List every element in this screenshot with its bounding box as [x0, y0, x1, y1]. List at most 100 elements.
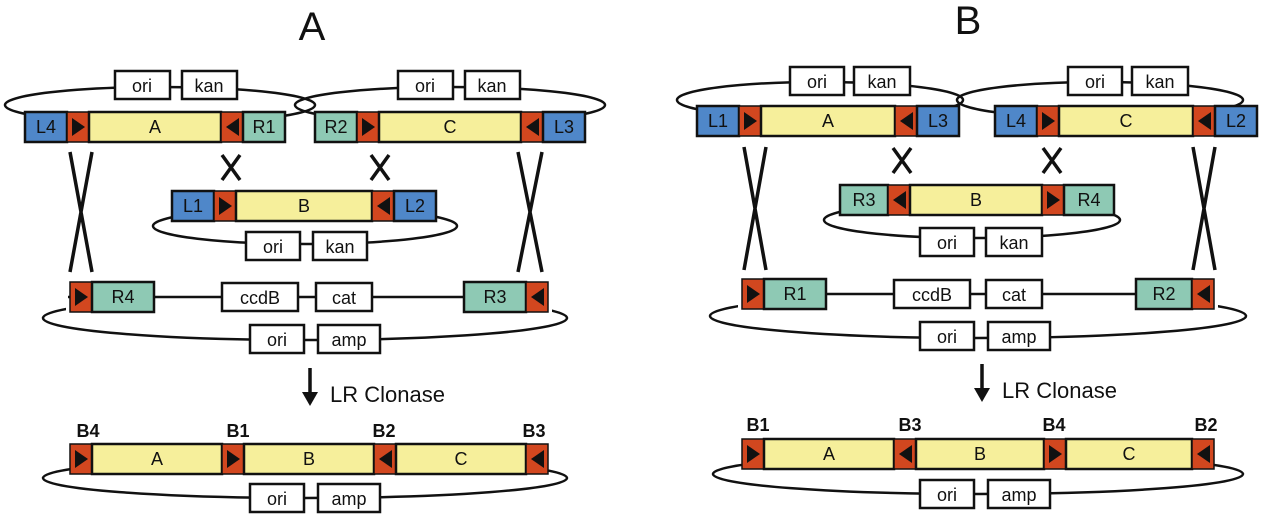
panel-a-donor-left: ori kan L4 A R1 [3, 69, 317, 144]
ori-box [248, 323, 306, 355]
orientation-arrow [1197, 445, 1210, 463]
kan-label: kan [999, 233, 1028, 253]
orientation-arrow [75, 450, 88, 468]
att-site-l2 [1213, 104, 1259, 138]
orientation-arrow [526, 118, 539, 136]
att-site-r2 [1134, 277, 1194, 311]
ori-box [918, 226, 976, 258]
orientation-arrow [1197, 285, 1210, 303]
ori-label: ori [132, 76, 152, 96]
ori-label: ori [267, 330, 287, 350]
panel-b-donor-left: ori kan L1 A L3 [675, 65, 965, 138]
orientation-arrow [226, 118, 239, 136]
att-label: R2 [324, 117, 347, 137]
insert-label: B [298, 196, 310, 216]
att-site-r4 [1062, 183, 1116, 217]
site-label: B3 [898, 415, 921, 435]
att-label: L2 [1226, 111, 1246, 131]
orientation-arrow [75, 288, 88, 306]
kan-box [311, 230, 369, 262]
orientation-arrow [1049, 445, 1062, 463]
ori-box [788, 65, 846, 97]
kan-box [180, 69, 239, 101]
site-label: B2 [372, 421, 395, 441]
insert-b [234, 189, 374, 223]
orientation-arrow [1047, 191, 1060, 209]
att-label: R3 [483, 287, 506, 307]
kan-box [852, 65, 912, 97]
amp-label: amp [1001, 327, 1036, 347]
orientation-arrow [899, 445, 912, 463]
att-label: R1 [783, 284, 806, 304]
kan-label: kan [1145, 72, 1174, 92]
orientation-arrow [747, 445, 760, 463]
panel-b-reaction: LR Clonase [974, 364, 1117, 403]
insert-label: A [822, 111, 834, 131]
panel-a-entry-middle: L1 B L2 ori kan [151, 189, 459, 262]
insert-label: B [303, 449, 315, 469]
ccdb-box [220, 281, 300, 313]
orientation-arrow [531, 450, 544, 468]
site-label: B3 [522, 421, 545, 441]
att-label: R1 [252, 117, 275, 137]
orientation-arrow [900, 112, 913, 130]
recombination-cross [68, 151, 94, 273]
insert-c [1057, 104, 1195, 138]
att-label: R3 [852, 190, 875, 210]
recombination-cross [220, 153, 242, 182]
orientation-arrow [744, 112, 757, 130]
orientation-arrow [1198, 112, 1211, 130]
orientation-arrow [1042, 112, 1055, 130]
site-label: B1 [746, 415, 769, 435]
panel-a: A ori kan L4 A R1 ori kan R [3, 5, 607, 514]
recombination-cross [1041, 146, 1063, 175]
insert-b [242, 442, 376, 476]
att-site-r1 [241, 110, 287, 144]
insert-label: A [149, 117, 161, 137]
recombination-cross [1191, 146, 1217, 271]
ccdb-box [892, 278, 972, 310]
att-site-l3 [541, 110, 587, 144]
insert-label: C [1123, 444, 1136, 464]
orientation-arrow [379, 450, 392, 468]
att-label: L3 [554, 117, 574, 137]
att-site-r4 [90, 280, 156, 314]
panel-a-crossovers [68, 151, 544, 273]
panel-b-crossovers [742, 146, 1217, 271]
att-label: L4 [1006, 111, 1026, 131]
reaction-label: LR Clonase [1002, 378, 1117, 403]
amp-box [316, 323, 382, 355]
recombination-cross [742, 146, 768, 271]
recombination-cross [516, 151, 544, 273]
ori-label: ori [937, 485, 957, 505]
panel-b-entry-middle: R3 B R4 ori kan [822, 183, 1122, 258]
insert-label: A [823, 444, 835, 464]
att-site-r3 [462, 280, 528, 314]
orientation-arrow [377, 197, 390, 215]
ori-label: ori [807, 72, 827, 92]
kan-box [984, 226, 1044, 258]
ori-label: ori [937, 233, 957, 253]
att-site-l1 [170, 189, 216, 223]
reaction-label: LR Clonase [330, 382, 445, 407]
cat-label: cat [1002, 285, 1026, 305]
att-label: L2 [405, 196, 425, 216]
ori-label: ori [937, 327, 957, 347]
panel-b-donor-right: ori kan L4 C L2 [955, 65, 1259, 138]
insert-b [908, 183, 1044, 217]
att-site-l3 [915, 104, 961, 138]
amp-box [986, 478, 1052, 510]
insert-label: C [1120, 111, 1133, 131]
ccdb-label: ccdB [912, 285, 952, 305]
ccdb-label: ccdB [240, 288, 280, 308]
kan-label: kan [325, 237, 354, 257]
panel-a-donor-right: ori kan R2 C L3 [293, 69, 607, 144]
orientation-arrow [531, 288, 544, 306]
att-label: R4 [111, 287, 134, 307]
att-site-l1 [695, 104, 741, 138]
amp-label: amp [331, 330, 366, 350]
insert-label: C [455, 449, 468, 469]
orientation-arrow [362, 118, 375, 136]
ori-box [396, 69, 455, 101]
